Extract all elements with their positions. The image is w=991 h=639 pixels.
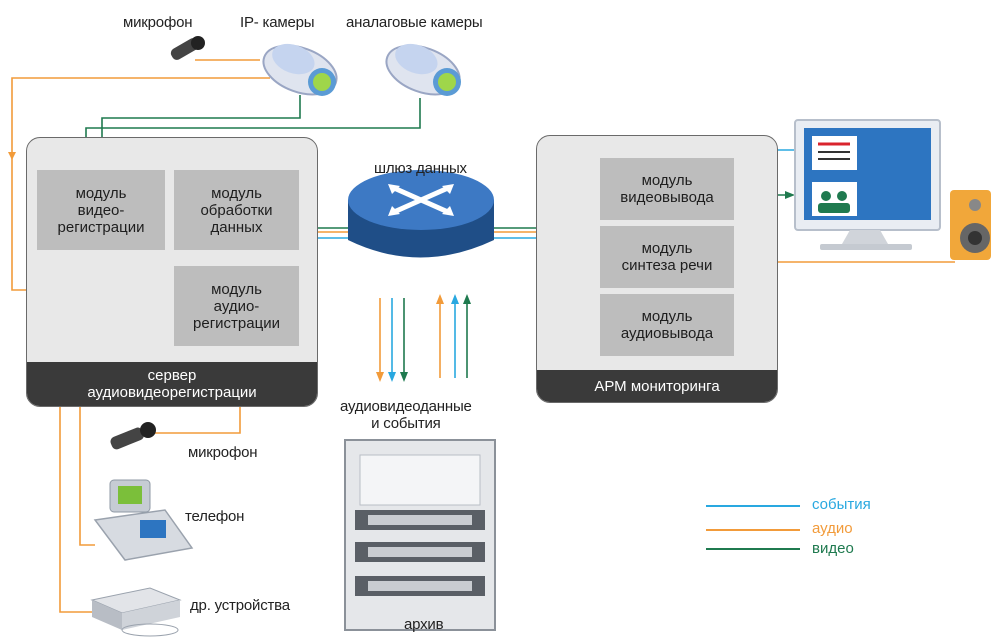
module-data-processing: модуль обработки данных <box>174 170 299 250</box>
label-av-data-events: аудиовидеоданные и события <box>340 398 472 432</box>
label-archive: архив <box>404 616 444 633</box>
legend-video: видео <box>812 540 854 557</box>
module-video-output: модуль видеовывода <box>600 158 734 220</box>
label-gateway: шлюз данных <box>374 160 467 177</box>
module-video-registration: модуль видео- регистрации <box>37 170 165 250</box>
arm-title: АРМ мониторинга <box>537 370 777 402</box>
module-audio-registration: модуль аудио- регистрации <box>174 266 299 346</box>
label-microphone-top: микрофон <box>123 14 193 31</box>
module-audio-output: модуль аудиовывода <box>600 294 734 356</box>
label-other-devices: др. устройства <box>190 597 290 614</box>
server-title: сервер аудиовидеорегистрации <box>27 362 317 406</box>
legend-events: события <box>812 496 871 513</box>
label-microphone-bottom: микрофон <box>188 444 258 461</box>
label-phone: телефон <box>185 508 245 525</box>
label-ip-cameras: IP- камеры <box>240 14 315 31</box>
module-speech-synthesis: модуль синтеза речи <box>600 226 734 288</box>
label-analog-cameras: аналаговые камеры <box>346 14 483 31</box>
legend-audio: аудио <box>812 520 853 537</box>
